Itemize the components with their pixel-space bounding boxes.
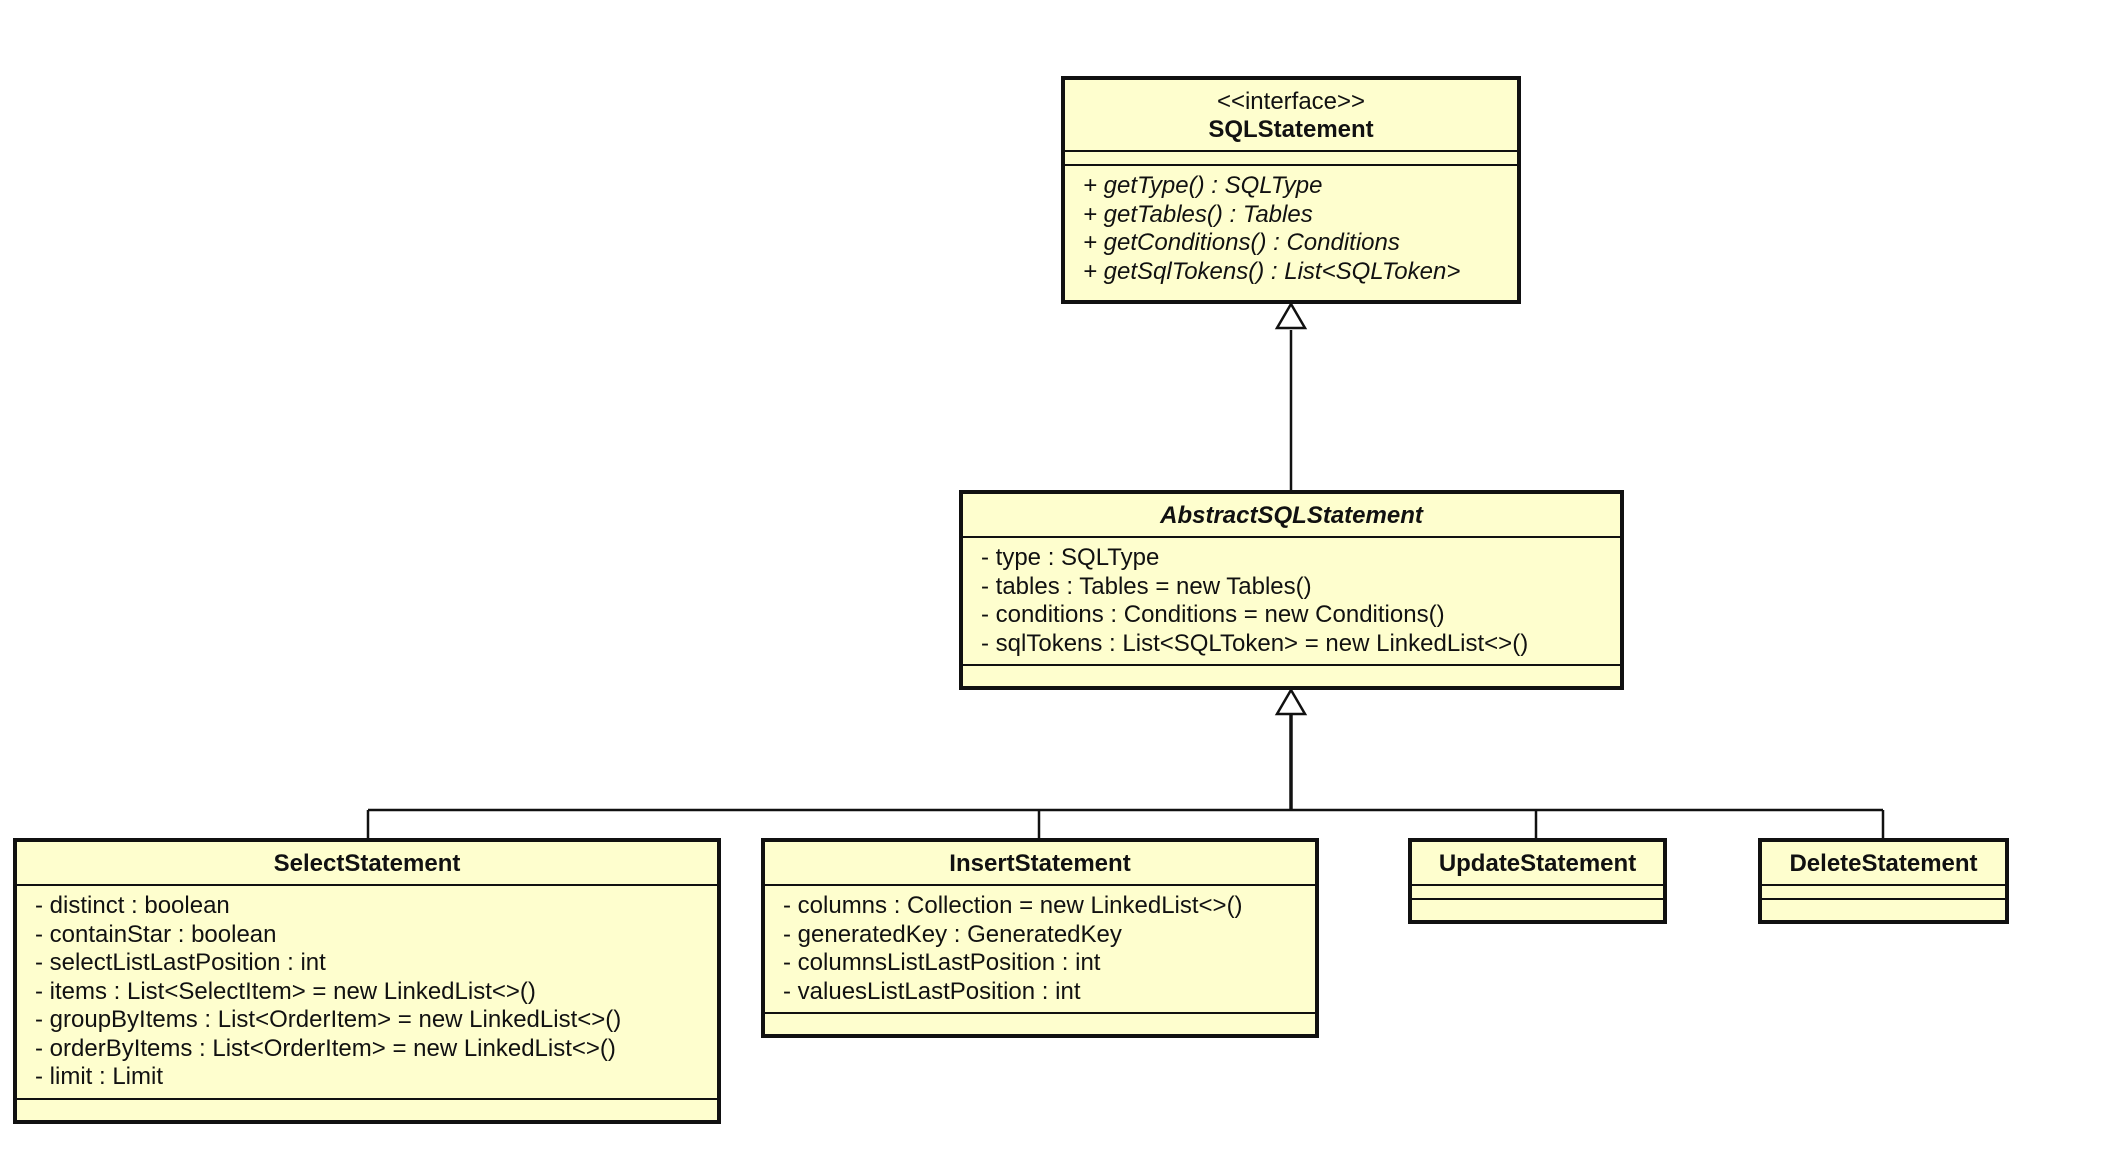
attribute-item: - type : SQLType <box>981 544 1160 571</box>
class-header: AbstractSQLStatement <box>963 494 1620 538</box>
class-box-sqlstatement[interactable]: <<interface>> SQLStatement + getType() :… <box>1061 76 1521 304</box>
generalization-arrowhead-abstract <box>1274 687 1308 716</box>
class-name: UpdateStatement <box>1438 850 1637 877</box>
class-box-updatestatement[interactable]: UpdateStatement <box>1408 838 1667 924</box>
attributes-section <box>1065 152 1517 166</box>
class-box-abstractsqlstatement[interactable]: AbstractSQLStatement - type : SQLType - … <box>959 490 1624 690</box>
attributes-section: - columns : Collection = new LinkedList<… <box>765 886 1315 1014</box>
attribute-item: - selectListLastPosition : int <box>35 949 326 976</box>
class-box-selectstatement[interactable]: SelectStatement - distinct : boolean - c… <box>13 838 721 1124</box>
class-box-deletestatement[interactable]: DeleteStatement <box>1758 838 2009 924</box>
operations-section <box>17 1100 717 1112</box>
attributes-section <box>1762 886 2005 900</box>
attribute-item: - columnsListLastPosition : int <box>783 949 1101 976</box>
operation-item: + getType() : SQLType <box>1083 172 1323 199</box>
class-name: InsertStatement <box>949 850 1131 877</box>
class-header: InsertStatement <box>765 842 1315 886</box>
attribute-item: - tables : Tables = new Tables() <box>981 572 1312 600</box>
attribute-item: - containStar : boolean <box>35 920 277 948</box>
attribute-item: - limit : Limit <box>35 1063 163 1090</box>
class-name: SQLStatement <box>1208 116 1374 143</box>
class-header: SelectStatement <box>17 842 717 886</box>
attributes-section: - type : SQLType - tables : Tables = new… <box>963 538 1620 666</box>
operation-item: + getTables() : Tables <box>1083 200 1313 228</box>
class-name: SelectStatement <box>273 850 461 877</box>
operations-section: + getType() : SQLType + getTables() : Ta… <box>1065 166 1517 292</box>
class-header: UpdateStatement <box>1412 842 1663 886</box>
operations-section <box>1412 900 1663 912</box>
class-name: AbstractSQLStatement <box>1160 502 1423 529</box>
attribute-item: - conditions : Conditions = new Conditio… <box>981 601 1445 628</box>
class-box-insertstatement[interactable]: InsertStatement - columns : Collection =… <box>761 838 1319 1038</box>
attribute-item: - groupByItems : List<OrderItem> = new L… <box>35 1006 622 1033</box>
operation-item: + getConditions() : Conditions <box>1083 229 1400 256</box>
generalization-arrowhead-interface <box>1274 301 1308 330</box>
attribute-item: - sqlTokens : List<SQLToken> = new Linke… <box>981 629 1529 657</box>
attributes-section: - distinct : boolean - containStar : boo… <box>17 886 717 1100</box>
attribute-item: - orderByItems : List<OrderItem> = new L… <box>35 1034 616 1062</box>
operation-item: + getSqlTokens() : List<SQLToken> <box>1083 257 1461 285</box>
attribute-item: - columns : Collection = new LinkedList<… <box>783 892 1243 919</box>
operations-section <box>765 1014 1315 1026</box>
class-name: DeleteStatement <box>1789 850 1978 877</box>
class-header: DeleteStatement <box>1762 842 2005 886</box>
attribute-item: - distinct : boolean <box>35 892 230 919</box>
class-header: <<interface>> SQLStatement <box>1065 80 1517 152</box>
operations-section <box>1762 900 2005 912</box>
operations-section <box>963 666 1620 678</box>
attribute-item: - generatedKey : GeneratedKey <box>783 920 1122 948</box>
stereotype-label: <<interface>> <box>1216 88 1366 115</box>
attribute-item: - items : List<SelectItem> = new LinkedL… <box>35 977 536 1005</box>
attribute-item: - valuesListLastPosition : int <box>783 977 1081 1005</box>
attributes-section <box>1412 886 1663 900</box>
